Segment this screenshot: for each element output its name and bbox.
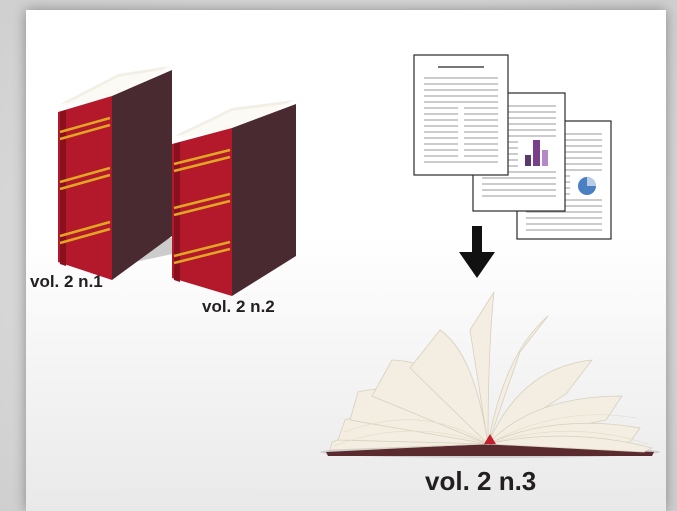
issue-label-vol2-n3: vol. 2 n.3 — [425, 466, 537, 496]
book-vol2-n1-icon — [58, 66, 182, 280]
open-book-icon — [320, 291, 660, 458]
down-arrow-icon — [459, 226, 495, 278]
issue-label-vol2-n2: vol. 2 n.2 — [202, 297, 275, 316]
document-page-icon — [413, 54, 509, 176]
bar-chart-icon — [525, 140, 548, 166]
issue-label-vol2-n1: vol. 2 n.1 — [30, 272, 103, 291]
book-vol2-n2-icon — [172, 100, 296, 296]
